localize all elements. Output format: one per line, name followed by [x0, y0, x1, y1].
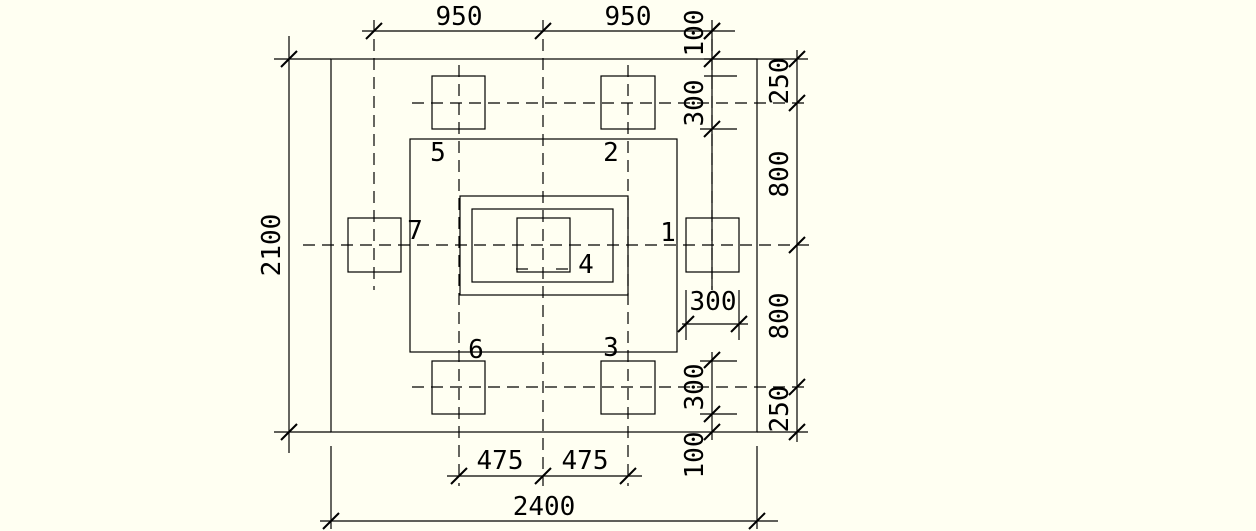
dim-top-offset: 100 — [680, 10, 710, 57]
pile-label-5: 5 — [430, 138, 446, 168]
dim-right-bottom-pile: 300 — [680, 364, 710, 411]
dim-tick — [534, 467, 552, 485]
dim-tick — [788, 94, 806, 112]
dim-right-lower: 800 — [765, 293, 795, 340]
dim-bottom-right-half: 475 — [562, 446, 609, 476]
dim-top-right: 950 — [605, 2, 652, 32]
dim-right-upper: 800 — [765, 151, 795, 198]
pile-label-1: 1 — [660, 218, 676, 248]
dim-bottom-left-half: 475 — [477, 446, 524, 476]
dim-tick — [730, 315, 748, 333]
dim-tick — [748, 512, 766, 530]
dim-bottom-width: 2400 — [513, 492, 576, 522]
dim-tick — [788, 50, 806, 68]
dim-pile-width: 300 — [690, 287, 737, 317]
dim-right-top-pile: 300 — [680, 80, 710, 127]
dim-tick — [619, 467, 637, 485]
dim-tick — [788, 423, 806, 441]
pile-label-7: 7 — [407, 216, 423, 246]
pile-label-2: 2 — [603, 138, 619, 168]
dim-right-bottom-edge: 250 — [765, 386, 795, 433]
dim-tick — [534, 22, 552, 40]
pile-label-6: 6 — [468, 335, 484, 365]
dim-tick — [788, 378, 806, 396]
dim-tick — [703, 22, 721, 40]
dim-tick — [703, 423, 721, 441]
dim-tick — [703, 351, 721, 369]
dim-tick — [365, 22, 383, 40]
dim-right-top-edge: 250 — [765, 58, 795, 105]
pile-4 — [516, 217, 571, 273]
pile-7 — [347, 217, 402, 273]
dim-tick — [450, 467, 468, 485]
dim-top-left: 950 — [436, 2, 483, 32]
dim-tick — [322, 512, 340, 530]
dim-tick — [280, 423, 298, 441]
dim-tick — [280, 50, 298, 68]
pile-label-3: 3 — [603, 333, 619, 363]
dim-tick — [677, 315, 695, 333]
dim-bottom-offset: 100 — [680, 432, 710, 479]
dim-left-height: 2100 — [257, 214, 287, 277]
dim-tick — [788, 236, 806, 254]
pile-label-4: 4 — [578, 250, 594, 280]
